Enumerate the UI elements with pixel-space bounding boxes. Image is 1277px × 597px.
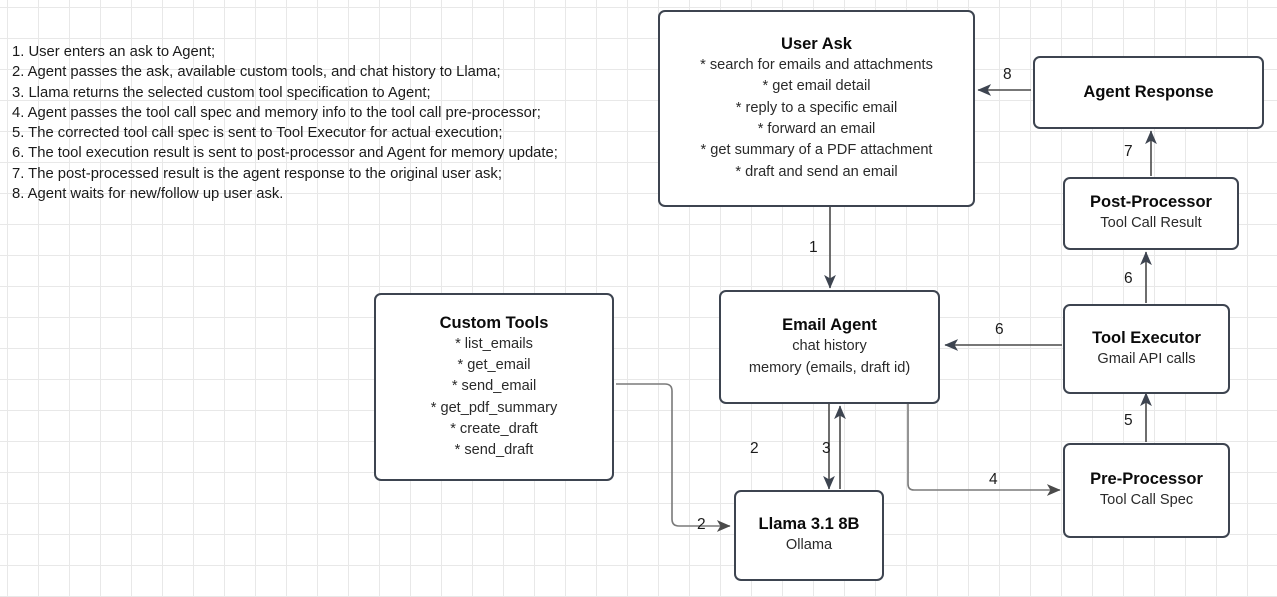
edge-label-1: 1 <box>809 239 818 256</box>
legend-steps: 1. User enters an ask to Agent; 2. Agent… <box>12 42 652 204</box>
edge-label-3: 3 <box>822 440 831 457</box>
custom-tools-item-5: * create_draft <box>450 420 538 437</box>
email-agent-subtitle-chat-history: chat history <box>792 338 867 355</box>
edge-4-email-agent-to-pre-processor <box>907 403 1061 496</box>
node-pre-processor[interactable]: Pre-Processor Tool Call Spec <box>1063 443 1230 538</box>
node-email-agent[interactable]: Email Agent chat history memory (emails,… <box>719 290 940 404</box>
edge-label-7: 7 <box>1124 143 1133 160</box>
node-user-ask[interactable]: User Ask * search for emails and attachm… <box>658 10 975 207</box>
user-ask-item-4: * forward an email <box>757 121 876 137</box>
edge-label-2-agent: 2 <box>750 440 759 457</box>
custom-tools-item-2: * get_email <box>457 356 531 373</box>
user-ask-item-6: * draft and send an email <box>735 163 898 180</box>
tool-executor-title: Tool Executor <box>1092 328 1201 347</box>
edge-label-6-agent: 6 <box>995 321 1004 338</box>
custom-tools-item-1: * list_emails <box>455 335 533 352</box>
legend-line-4: 4. Agent passes the tool call spec and m… <box>12 104 541 121</box>
custom-tools-item-6: * send_draft <box>454 442 534 459</box>
edge-label-2-tools: 2 <box>697 516 706 533</box>
user-ask-item-3: * reply to a specific email <box>735 99 898 116</box>
legend-line-6: 6. The tool execution result is sent to … <box>12 145 558 162</box>
node-llama[interactable]: Llama 3.1 8B Ollama <box>734 490 884 581</box>
node-tool-executor[interactable]: Tool Executor Gmail API calls <box>1063 304 1230 394</box>
user-ask-title: User Ask <box>781 35 852 54</box>
custom-tools-title: Custom Tools <box>439 313 549 332</box>
user-ask-item-1: * search for emails and attachments <box>700 57 933 74</box>
user-ask-item-5: * get summary of a PDF attachment <box>700 142 933 159</box>
pre-processor-title: Pre-Processor <box>1090 470 1203 489</box>
node-post-processor[interactable]: Post-Processor Tool Call Result <box>1063 177 1239 250</box>
edge-label-4: 4 <box>989 471 998 488</box>
llama-subtitle: Ollama <box>785 537 833 554</box>
legend-line-2: 2. Agent passes the ask, available custo… <box>12 64 501 81</box>
llama-title: Llama 3.1 8B <box>758 515 860 534</box>
edge-2-custom-tools-to-llama <box>616 383 731 532</box>
legend-line-8: 8. Agent waits for new/follow up user as… <box>12 186 284 203</box>
post-processor-subtitle: Tool Call Result <box>1100 215 1202 232</box>
legend-line-1: 1. User enters an ask to Agent; <box>12 44 216 60</box>
node-custom-tools[interactable]: Custom Tools * list_emails * get_email *… <box>374 293 614 481</box>
legend-line-5: 5. The corrected tool call spec is sent … <box>12 125 503 142</box>
edge-label-5: 5 <box>1124 412 1133 429</box>
tool-executor-subtitle: Gmail API calls <box>1097 350 1196 367</box>
custom-tools-item-3: * send_email <box>451 378 537 395</box>
edge-label-8: 8 <box>1003 66 1012 83</box>
legend-line-7: 7. The post-processed result is the agen… <box>12 165 502 182</box>
email-agent-title: Email Agent <box>782 316 877 335</box>
pre-processor-subtitle: Tool Call Spec <box>1099 492 1194 509</box>
legend-line-3: 3. Llama returns the selected custom too… <box>12 84 431 101</box>
email-agent-subtitle-memory: memory (emails, draft id) <box>748 359 911 376</box>
agent-response-title: Agent Response <box>1083 83 1214 101</box>
post-processor-title: Post-Processor <box>1090 193 1212 212</box>
user-ask-item-2: * get email detail <box>762 78 871 95</box>
edge-label-6-post: 6 <box>1124 270 1133 287</box>
node-agent-response[interactable]: Agent Response <box>1033 56 1264 129</box>
custom-tools-item-4: * get_pdf_summary <box>430 399 558 416</box>
